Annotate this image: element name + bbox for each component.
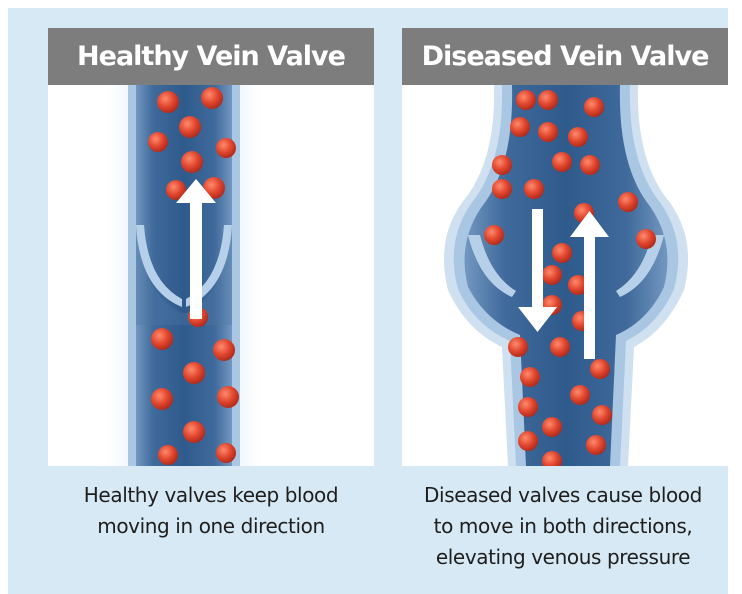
blood-cell [179,116,201,138]
blood-cell [538,90,558,110]
blood-cell [618,192,638,212]
blood-cell [516,90,536,110]
diseased-vein-illustration [402,85,728,466]
blood-cell [183,362,205,384]
blood-cell [590,359,610,379]
blood-cell [518,397,538,417]
blood-cell [570,385,590,405]
blood-cell [201,87,223,109]
blood-cell [538,122,558,142]
diseased-vein-panel: Diseased Vein Valve [402,28,728,466]
blood-cell [151,328,173,350]
blood-cell [492,179,512,199]
blood-cell [580,155,600,175]
blood-cell [151,388,173,410]
healthy-vein-illustration [48,85,374,466]
blood-cell [542,265,562,285]
blood-cell [217,386,239,408]
blood-cell [216,443,236,463]
healthy-vein-title: Healthy Vein Valve [48,28,374,85]
blood-cell [542,417,562,437]
blood-cell [181,151,203,173]
blood-cell [568,127,588,147]
blood-cell [636,229,656,249]
blood-cell [508,337,528,357]
blood-cell [586,435,606,455]
blood-cell [216,138,236,158]
blood-cell [552,152,572,172]
blood-cell [158,445,178,465]
blood-cell [520,367,540,387]
blood-cell [584,97,604,117]
blood-cell [492,155,512,175]
blood-cell [518,431,538,451]
blood-cell [510,117,530,137]
blood-cell [157,91,179,113]
blood-cell [592,405,612,425]
blood-cell [183,421,205,443]
diseased-vein-caption: Diseased valves cause blood to move in b… [383,480,742,573]
healthy-vein-caption: Healthy valves keep blood moving in one … [31,480,391,542]
blood-cell [552,243,572,263]
diseased-vein-title: Diseased Vein Valve [402,28,728,85]
blood-cell [148,132,168,152]
blood-cell [550,337,570,357]
blood-cell [484,225,504,245]
healthy-vein-panel: Healthy Vein Valve [48,28,374,466]
blood-cell [213,339,235,361]
blood-cell [524,179,544,199]
